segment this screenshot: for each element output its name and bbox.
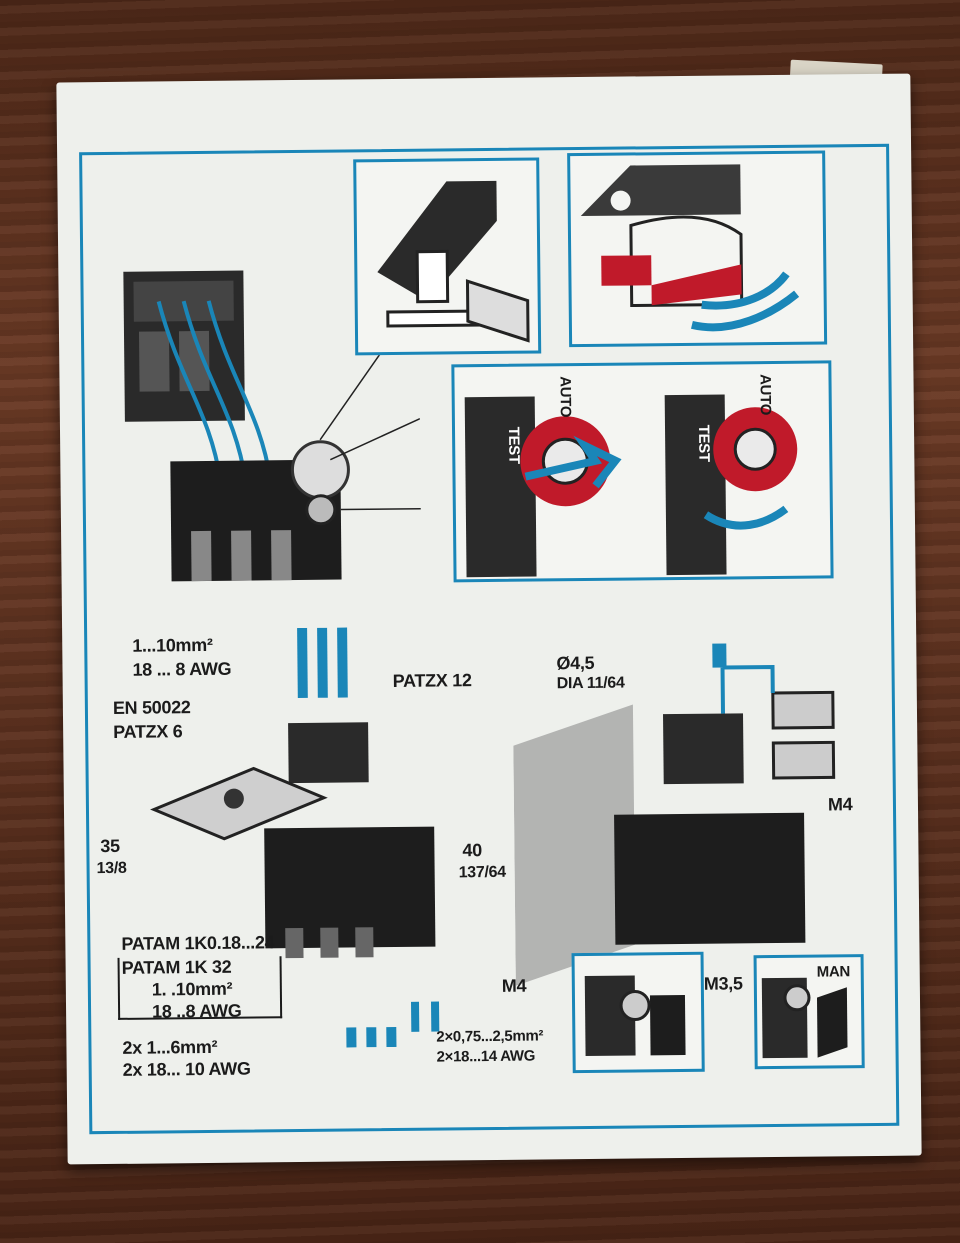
- m35-screw-label: M3,5: [703, 973, 743, 994]
- patam-1k018-label: PATAM 1K0.18...24: [121, 932, 275, 954]
- patam-wire-cross-section: 1. .10mm²: [151, 978, 233, 1000]
- height-40-inch-label: 137/64: [458, 863, 506, 882]
- detail-panel-m35-terminal: MAN: [753, 954, 865, 1070]
- m4-screw-label-bottom: M4: [501, 975, 527, 996]
- panel-mounting-illustration: [513, 643, 836, 986]
- height-35-label: 35: [100, 835, 120, 857]
- diameter-inch-label: DIA 11/64: [556, 674, 625, 693]
- wire-small-cross-section: 2×0,75...2,5mm²: [436, 1027, 544, 1046]
- man-label: MAN: [816, 963, 851, 981]
- detail-panel-dial: [567, 150, 828, 348]
- patam-wire-awg: 18 ..8 AWG: [151, 1000, 242, 1022]
- wire-top-cross-section: 1...10mm²: [132, 634, 213, 656]
- contactor-relay-illustration: [123, 270, 421, 582]
- wire-bottom-awg: 2x 18... 10 AWG: [122, 1058, 251, 1080]
- patzx6-label: PATZX 6: [113, 721, 183, 742]
- detail-panel-latch: [353, 157, 542, 356]
- test-label-left: TEST: [505, 426, 523, 464]
- din-rail-mounting-illustration: [150, 627, 440, 1048]
- detail-panel-test-auto: TEST AUTO TEST AUTO: [451, 360, 834, 583]
- en-standard-label: EN 50022: [112, 697, 191, 718]
- m4-screw-label-right: M4: [827, 794, 853, 815]
- patzx12-label: PATZX 12: [392, 670, 472, 692]
- diameter-label: Ø4,5: [556, 652, 595, 674]
- auto-label-left: AUTO: [556, 376, 574, 418]
- wire-bottom-cross-section: 2x 1...6mm²: [122, 1036, 218, 1058]
- product-box: TEST AUTO TEST AUTO: [56, 73, 922, 1165]
- test-label-right: TEST: [695, 424, 713, 462]
- auto-label-right: AUTO: [756, 373, 774, 416]
- patam-1k32-label: PATAM 1K 32: [121, 956, 232, 978]
- height-35-inch-label: 13/8: [96, 859, 127, 878]
- wire-small-awg: 2×18...14 AWG: [436, 1047, 536, 1066]
- detail-panel-m4-terminal: [571, 951, 705, 1074]
- height-40-label: 40: [462, 840, 482, 861]
- wire-top-awg: 18 ... 8 AWG: [132, 658, 232, 680]
